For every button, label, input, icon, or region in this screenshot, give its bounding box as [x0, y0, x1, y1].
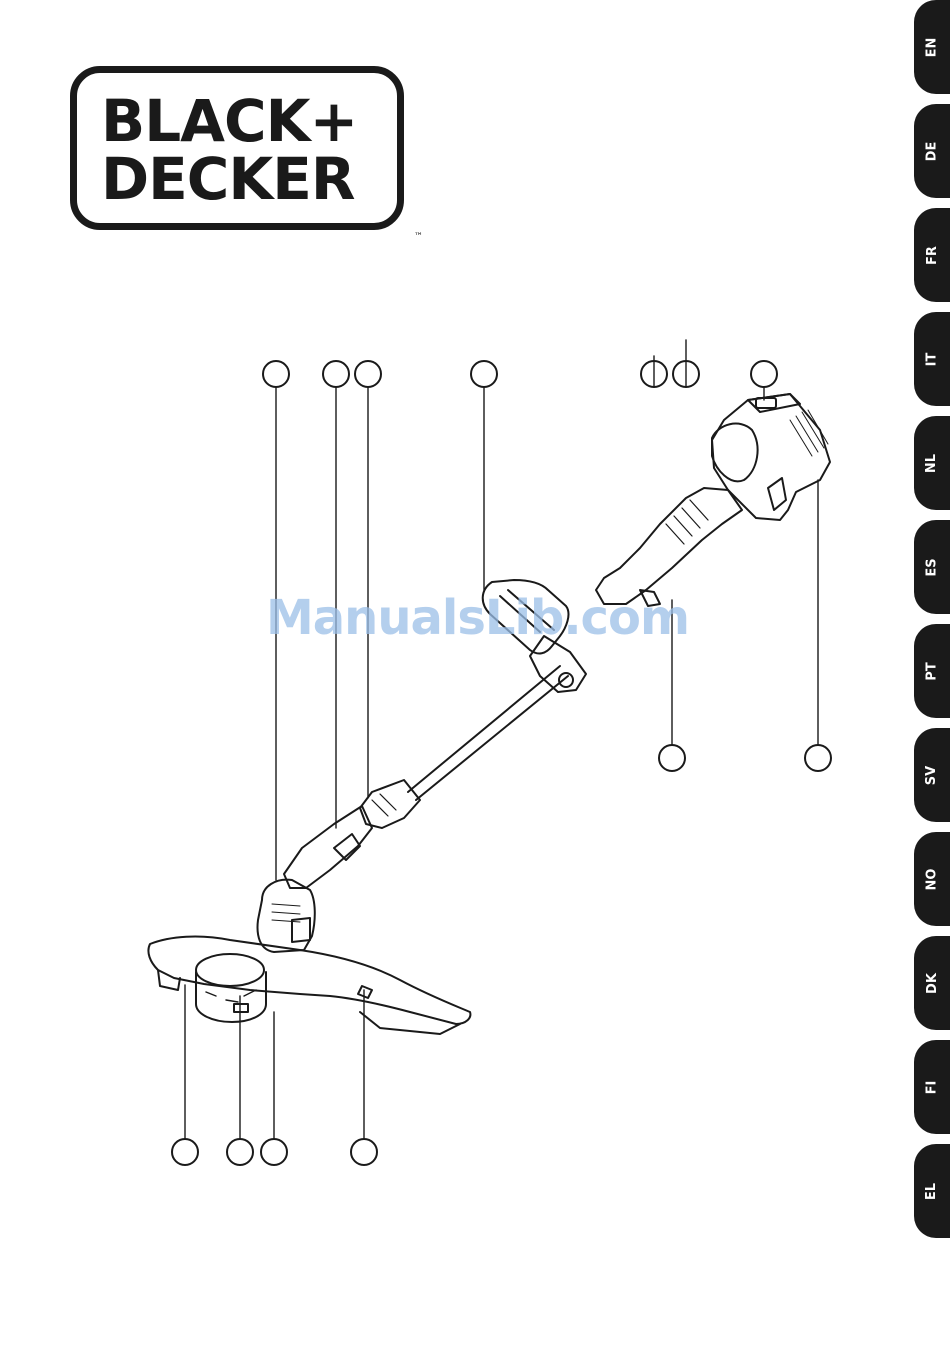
callout-circle	[172, 1139, 198, 1165]
rear-handle	[596, 488, 742, 604]
guard-rim	[158, 970, 180, 990]
callout-circle	[351, 1139, 377, 1165]
watermark-text: ManualsLib.com	[266, 590, 706, 646]
callout-circle	[261, 1139, 287, 1165]
callout-circle	[805, 745, 831, 771]
spool-cap-button	[234, 1004, 248, 1012]
callout-circle	[751, 361, 777, 387]
spool-tabs	[206, 990, 256, 1002]
callout-circle	[471, 361, 497, 387]
callout-circle	[263, 361, 289, 387]
battery-release-button	[756, 398, 776, 408]
clamp-knob	[559, 673, 573, 687]
callout-circle	[323, 361, 349, 387]
handle-grip-ribs	[666, 500, 708, 544]
callout-circle	[227, 1139, 253, 1165]
shaft	[408, 666, 560, 792]
line-cutter	[358, 986, 372, 998]
battery-grip	[712, 424, 758, 482]
battery-emblem	[768, 478, 786, 510]
spool	[196, 954, 264, 986]
shaft-edge	[416, 676, 568, 800]
collar-ring	[372, 794, 396, 816]
callout-circle	[355, 361, 381, 387]
callout-circle	[659, 745, 685, 771]
guard-rim-right	[360, 1012, 460, 1034]
